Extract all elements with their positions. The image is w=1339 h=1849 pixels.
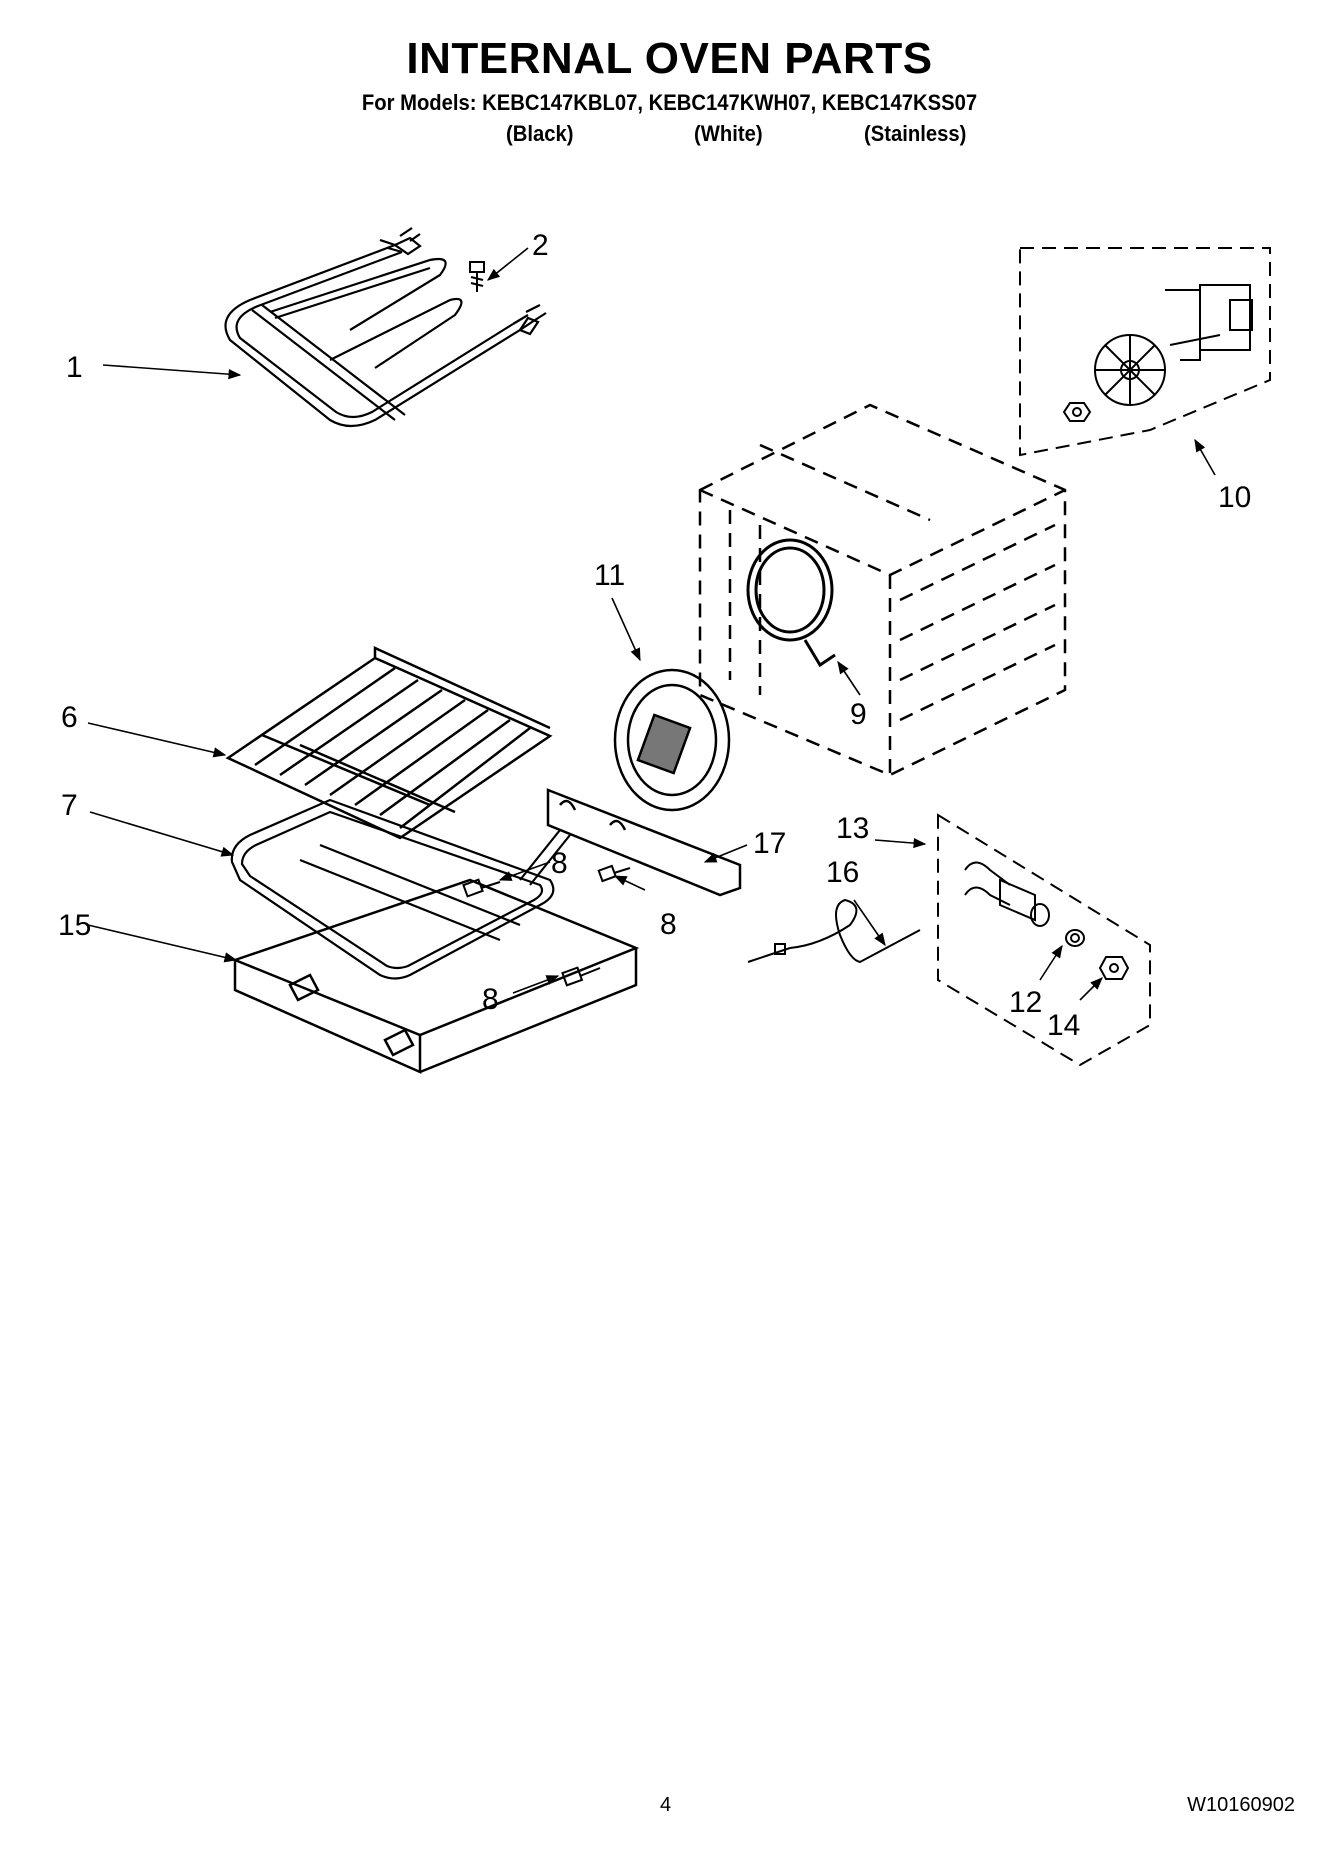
leader-2	[487, 247, 529, 281]
screws-part-8	[462, 864, 631, 987]
convection-fan-assembly	[1019, 247, 1271, 457]
bottom-heating-element	[230, 798, 571, 980]
oven-cavity	[698, 403, 1067, 777]
leader-6	[87, 722, 227, 758]
leader-13	[874, 837, 927, 849]
color-stainless-label: (Stainless)	[864, 121, 967, 146]
leader-1	[102, 364, 242, 380]
callout-9: 9	[850, 698, 867, 731]
callout-7: 7	[61, 789, 78, 822]
color-white-label: (White)	[694, 121, 763, 146]
callout-10: 10	[1218, 481, 1251, 514]
leader-16	[853, 899, 886, 947]
callout-12: 12	[1009, 986, 1042, 1019]
drip-tray	[231, 878, 640, 1074]
page-title: INTERNAL OVEN PARTS	[406, 34, 933, 83]
leader-14	[1079, 977, 1103, 1001]
convection-element	[746, 538, 836, 668]
models-line: For Models: KEBC147KBL07, KEBC147KWH07, …	[361, 90, 978, 115]
leader-15	[87, 924, 238, 963]
callout-11: 11	[594, 559, 625, 592]
page-number: 4	[660, 1794, 672, 1816]
sensor-assembly	[937, 813, 1151, 1067]
leader-8a	[498, 861, 551, 881]
leader-8b	[613, 875, 646, 891]
leader-7	[89, 811, 235, 857]
top-heating-element	[224, 227, 547, 428]
callout-2: 2	[532, 229, 549, 262]
callout-14: 14	[1047, 1009, 1080, 1042]
leader-10	[1194, 438, 1216, 476]
callout-17: 17	[753, 827, 786, 860]
callout-15: 15	[58, 909, 91, 942]
leader-8c	[512, 975, 560, 994]
callout-6: 6	[61, 701, 78, 734]
callout-8b: 8	[660, 908, 677, 941]
callout-8a: 8	[551, 847, 568, 880]
leader-12	[1039, 944, 1063, 981]
fan-cover	[613, 668, 731, 812]
screw-part-2	[469, 261, 485, 292]
probe-part-16	[747, 898, 921, 964]
color-black-label: (Black)	[506, 121, 574, 146]
callout-8c: 8	[482, 983, 499, 1016]
bracket-part-17	[546, 788, 742, 897]
oven-rack	[225, 646, 553, 840]
leader-11	[611, 597, 641, 662]
callout-1: 1	[66, 351, 83, 384]
callout-13: 13	[836, 812, 869, 845]
document-number: W10160902	[1187, 1794, 1295, 1816]
callout-16: 16	[826, 856, 859, 889]
leader-17	[703, 844, 748, 863]
leader-9	[837, 660, 861, 696]
